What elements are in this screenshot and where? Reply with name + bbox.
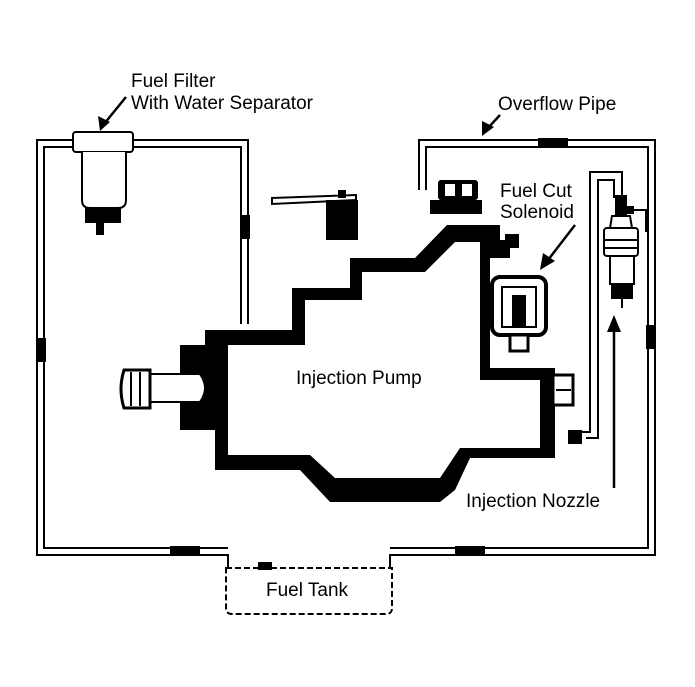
fuel-tank-label: Fuel Tank <box>266 580 349 601</box>
leader-arrows <box>98 96 621 488</box>
injection-pump <box>119 180 582 502</box>
fuel-filter <box>72 131 134 235</box>
injection-nozzle-label: Injection Nozzle <box>466 491 601 512</box>
injection-pipe <box>580 171 623 439</box>
pipe-clips <box>36 138 656 556</box>
fuel-cut-solenoid-label-line2: Solenoid <box>500 202 574 223</box>
fuel-cut-solenoid-body <box>490 275 548 353</box>
fuel-filter-label-line1: Fuel Filter <box>131 71 216 92</box>
overflow-pipe-label: Overflow Pipe <box>498 94 617 115</box>
injection-pump-label: Injection Pump <box>296 368 422 389</box>
injection-nozzle <box>603 195 647 308</box>
fuel-cut-solenoid-label-line1: Fuel Cut <box>500 181 572 202</box>
fuel-filter-label-line2: With Water Separator <box>131 93 313 114</box>
fuel-tank <box>225 562 393 615</box>
